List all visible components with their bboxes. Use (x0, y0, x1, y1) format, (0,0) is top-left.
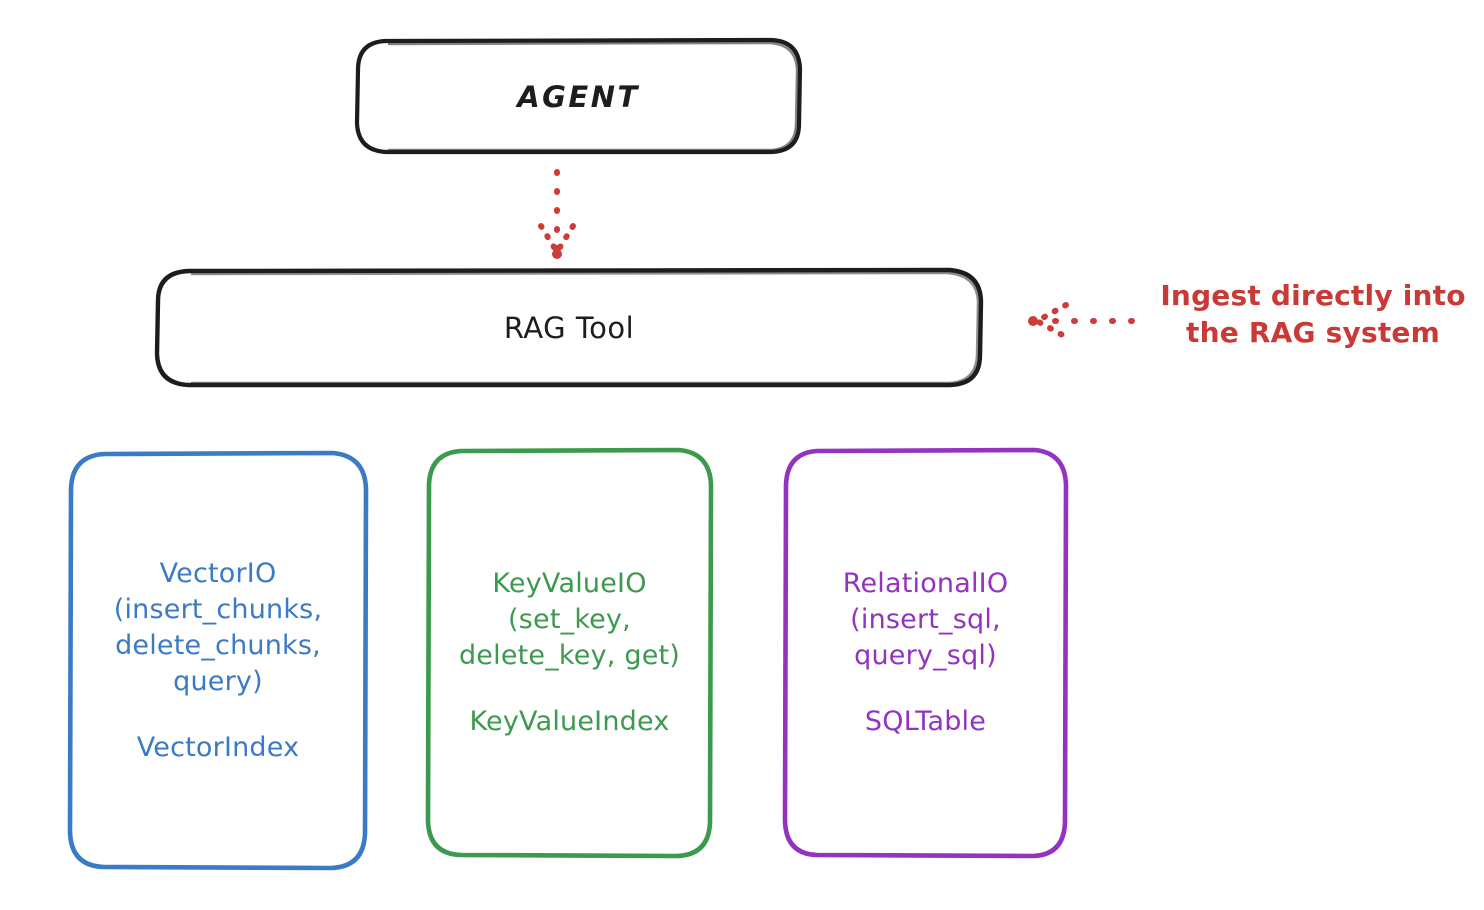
connector-agent-to-rag-tool-dotted-down-arrow (538, 169, 576, 259)
node-rag-tool[interactable]: RAG Tool (157, 270, 981, 386)
node-vectorio[interactable]: VectorIO (insert_chunks, delete_chunks, … (70, 453, 366, 869)
node-vectorio-primary-label: VectorIO (insert_chunks, delete_chunks, … (113, 558, 323, 697)
node-rag-tool-label: RAG Tool (503, 311, 635, 345)
node-vectorio-secondary-label: VectorIndex (136, 731, 300, 763)
node-relationalio-primary-label: RelationalIO (insert_sql, query_sql) (842, 568, 1009, 671)
annotation-ingest-text: Ingest directly into the RAG system (1160, 279, 1466, 349)
node-agent[interactable]: AGENT (357, 40, 800, 153)
connector-ingest-dotted-left-arrow (1028, 302, 1135, 340)
node-keyvalueio[interactable]: KeyValueIO (set_key, delete_key, get) Ke… (428, 450, 711, 856)
node-keyvalueio-primary-label: KeyValueIO (set_key, delete_key, get) (458, 568, 681, 671)
node-relationalio[interactable]: RelationalIO (insert_sql, query_sql) SQL… (785, 450, 1066, 856)
node-agent-label: AGENT (517, 79, 640, 114)
node-relationalio-secondary-label: SQLTable (864, 705, 987, 737)
node-keyvalueio-secondary-label: KeyValueIndex (469, 705, 670, 737)
